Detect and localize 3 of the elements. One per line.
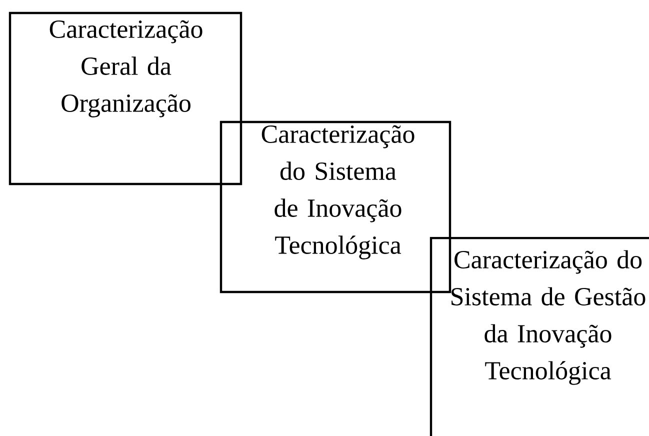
process-box: Caracterização do Sistema de Gestão da Inovação Tecnológica: [430, 236, 649, 436]
process-box: Caracterização Geral da Organização: [8, 12, 242, 186]
process-box: Caracterização do Sistema de Inovação Tecnológica: [220, 120, 452, 294]
